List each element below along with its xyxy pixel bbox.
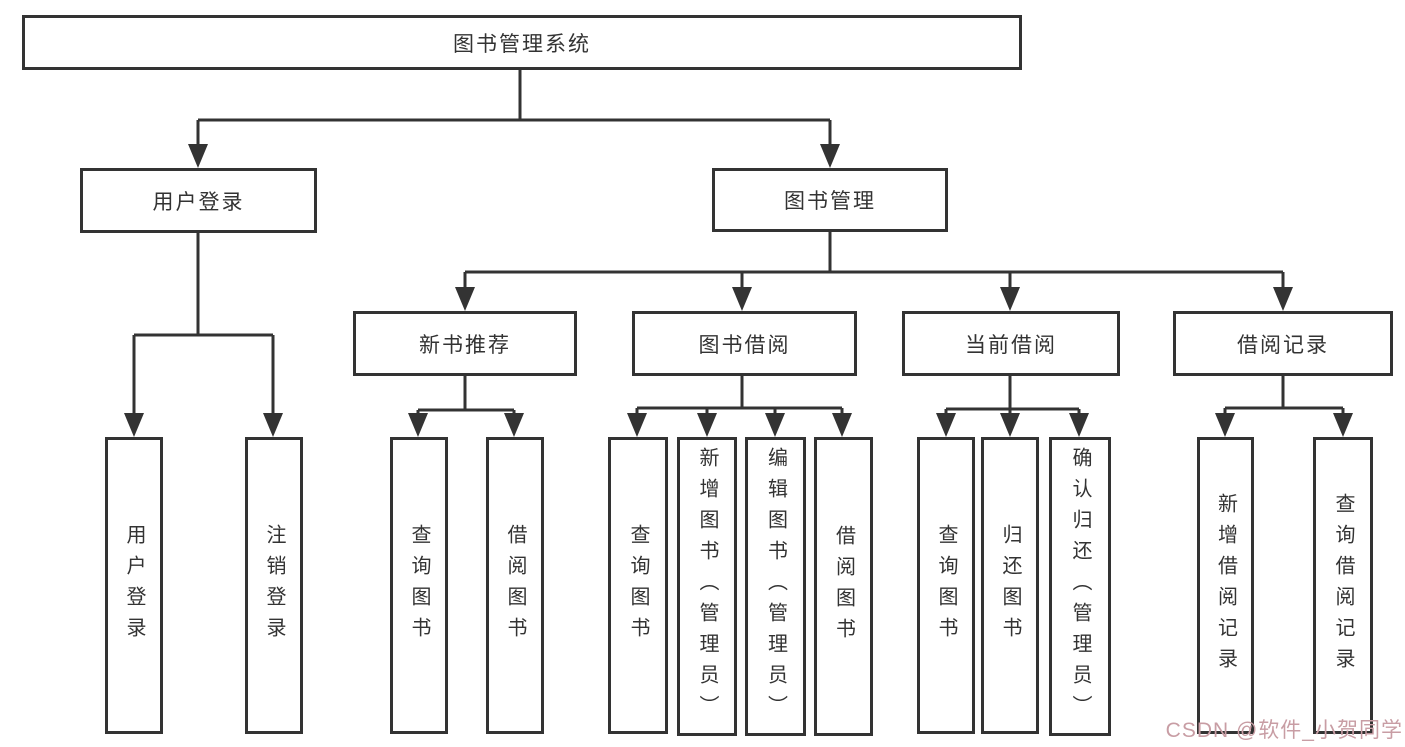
csdn-watermark: CSDN @软件_小贺同学 bbox=[1165, 719, 1403, 742]
arrow-down-icon bbox=[455, 287, 475, 311]
leaf-edit-books-admin: 编辑图书（管理员） bbox=[745, 437, 806, 736]
branch-current-borrow bbox=[944, 376, 1081, 413]
branch-new-book-recommend bbox=[416, 376, 516, 415]
arrow-down-icon bbox=[408, 413, 428, 437]
node-label: 用户登录 bbox=[123, 523, 145, 648]
arrow-down-icon bbox=[832, 413, 852, 437]
node-label: 新书推荐 bbox=[419, 333, 511, 357]
branch-book-management bbox=[463, 232, 1285, 289]
node-label: 查询图书 bbox=[408, 523, 430, 648]
node-label: 图书借阅 bbox=[698, 333, 791, 357]
arrow-down-icon bbox=[188, 144, 208, 168]
node-borrow-records: 借阅记录 bbox=[1173, 311, 1393, 376]
node-label: 查询图书 bbox=[935, 523, 957, 648]
node-new-book-recommend: 新书推荐 bbox=[353, 311, 577, 376]
arrow-down-icon bbox=[697, 413, 717, 437]
arrow-down-icon bbox=[263, 413, 283, 437]
leaf-add-books-admin: 新增图书（管理员） bbox=[677, 437, 737, 736]
node-book-management: 图书管理 bbox=[712, 168, 948, 232]
leaf-borrow-books-1: 借阅图书 bbox=[486, 437, 544, 734]
node-label: 当前借阅 bbox=[965, 333, 1057, 357]
node-book-borrow: 图书借阅 bbox=[632, 311, 857, 376]
arrow-down-icon bbox=[936, 413, 956, 437]
arrow-down-icon bbox=[1000, 413, 1020, 437]
arrow-down-icon bbox=[124, 413, 144, 437]
arrow-down-icon bbox=[1069, 413, 1089, 437]
leaf-logout: 注销登录 bbox=[245, 437, 303, 734]
node-label: 确认归还（管理员） bbox=[1069, 447, 1091, 726]
leaf-query-borrow-record: 查询借阅记录 bbox=[1313, 437, 1373, 734]
node-label: 图书管理系统 bbox=[453, 32, 591, 56]
node-label: 借阅图书 bbox=[504, 523, 526, 648]
arrow-down-icon bbox=[765, 413, 785, 437]
node-label: 用户登录 bbox=[152, 190, 245, 214]
leaf-query-books-2: 查询图书 bbox=[608, 437, 668, 734]
arrow-down-icon bbox=[732, 287, 752, 311]
node-label: 注销登录 bbox=[263, 523, 285, 648]
leaf-return-books: 归还图书 bbox=[981, 437, 1039, 734]
branch-root-to-level2 bbox=[196, 70, 832, 146]
leaf-borrow-books-2: 借阅图书 bbox=[814, 437, 873, 736]
arrow-down-icon bbox=[627, 413, 647, 437]
arrow-down-icon bbox=[504, 413, 524, 437]
node-label: 查询图书 bbox=[627, 523, 649, 648]
node-label: 查询借阅记录 bbox=[1332, 492, 1354, 679]
node-label: 新增图书（管理员） bbox=[696, 447, 718, 726]
leaf-confirm-return-admin: 确认归还（管理员） bbox=[1049, 437, 1111, 736]
arrowheads bbox=[124, 144, 1353, 437]
node-label: 借阅记录 bbox=[1237, 333, 1329, 357]
leaf-add-borrow-record: 新增借阅记录 bbox=[1197, 437, 1254, 734]
arrow-down-icon bbox=[1215, 413, 1235, 437]
node-current-borrow: 当前借阅 bbox=[902, 311, 1120, 376]
node-label: 归还图书 bbox=[999, 523, 1021, 648]
node-label: 图书管理 bbox=[784, 190, 876, 213]
leaf-query-books-3: 查询图书 bbox=[917, 437, 975, 734]
node-label: 新增借阅记录 bbox=[1214, 492, 1237, 679]
node-root-book-management-system: 图书管理系统 bbox=[22, 15, 1022, 70]
branch-book-borrow bbox=[635, 376, 844, 413]
node-user-login: 用户登录 bbox=[80, 168, 317, 233]
node-label: 借阅图书 bbox=[832, 524, 855, 649]
node-label: 编辑图书（管理员） bbox=[764, 447, 787, 726]
arrow-down-icon bbox=[1000, 287, 1020, 311]
arrow-down-icon bbox=[1273, 287, 1293, 311]
leaf-query-books-1: 查询图书 bbox=[390, 437, 448, 734]
arrow-down-icon bbox=[820, 144, 840, 168]
branch-borrow-records bbox=[1223, 376, 1345, 413]
leaf-user-login: 用户登录 bbox=[105, 437, 163, 734]
branch-user-login bbox=[132, 233, 275, 415]
arrow-down-icon bbox=[1333, 413, 1353, 437]
